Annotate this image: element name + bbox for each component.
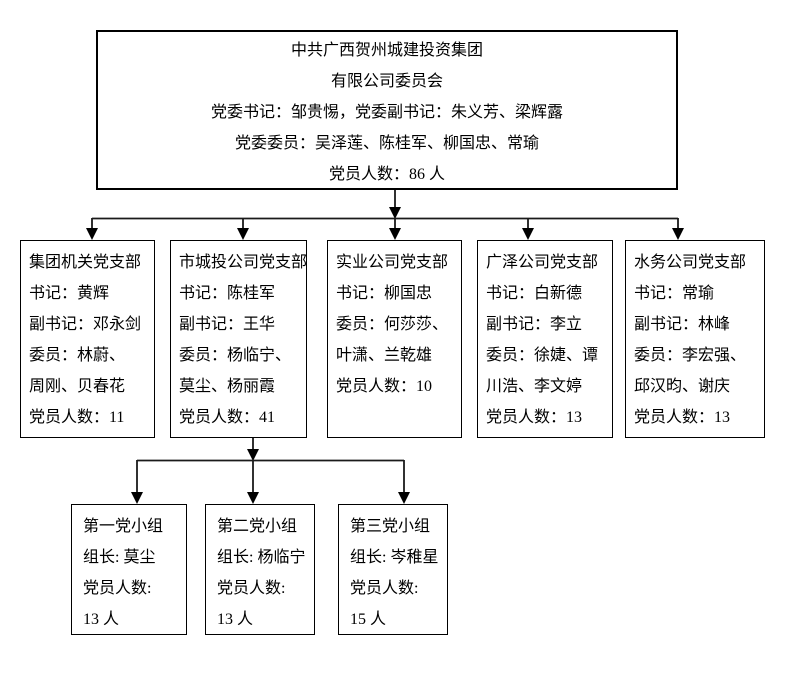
branch-box-group-hq: 集团机关党支部 书记：黄辉 副书记：邓永剑 委员：林蔚、 周刚、贝春花 党员人数… bbox=[20, 240, 155, 438]
committee-secretaries: 党委书记：邹贵惕，党委副书记：朱义芳、梁辉露 bbox=[210, 104, 563, 121]
branch2-arrowhead-icon bbox=[237, 228, 249, 240]
group-leader: 组长: 杨临宁 bbox=[217, 549, 306, 566]
branch-committee-members: 委员：徐婕、谭 bbox=[486, 347, 599, 364]
branch-committee-members: 委员：杨临宁、 bbox=[179, 347, 292, 364]
branch-member-count: 党员人数：10 bbox=[336, 378, 433, 395]
branch-committee-members: 委员：何莎莎、 bbox=[336, 316, 449, 333]
branch-box-industrial: 实业公司党支部 书记：柳国忠 委员：何莎莎、 叶潇、兰乾雄 党员人数：10 bbox=[327, 240, 462, 438]
branch-member-count: 党员人数：13 bbox=[634, 409, 731, 426]
branch-title: 水务公司党支部 bbox=[634, 254, 747, 271]
branch-box-city-investment: 市城投公司党支部 书记：陈桂军 副书记：王华 委员：杨临宁、 莫尘、杨丽霞 党员… bbox=[170, 240, 307, 438]
group-title: 第一党小组 bbox=[83, 518, 164, 535]
committee-members: 党委委员：吴泽莲、陈桂军、柳国忠、常瑜 bbox=[234, 135, 539, 152]
branch-title: 集团机关党支部 bbox=[29, 254, 142, 271]
group-member-count-value: 13 人 bbox=[83, 611, 120, 628]
group-title: 第二党小组 bbox=[217, 518, 298, 535]
committee-title-line1: 中共广西贺州城建投资集团 bbox=[290, 42, 483, 59]
branch-box-guangze: 广泽公司党支部 书记：白新德 副书记：李立 委员：徐婕、谭 川浩、李文婷 党员人… bbox=[477, 240, 613, 438]
group-member-count-label: 党员人数: bbox=[217, 580, 286, 597]
branch-secretary: 书记：白新德 bbox=[486, 285, 583, 302]
branch-member-count: 党员人数：11 bbox=[29, 409, 125, 426]
branch5-arrowhead-icon bbox=[672, 228, 684, 240]
root-arrowhead-icon bbox=[389, 207, 401, 219]
branch-committee-members: 委员：林蔚、 bbox=[29, 347, 126, 364]
branch-member-count: 党员人数：41 bbox=[179, 409, 276, 426]
branch-committee-members: 委员：李宏强、 bbox=[634, 347, 747, 364]
branch3-arrowhead-icon bbox=[389, 228, 401, 240]
branch-box-water-utility: 水务公司党支部 书记：常瑜 副书记：林峰 委员：李宏强、 邱汉昀、谢庆 党员人数… bbox=[625, 240, 765, 438]
group-box-first: 第一党小组 组长: 莫尘 党员人数: 13 人 bbox=[71, 504, 187, 635]
group1-arrowhead-icon bbox=[131, 492, 143, 504]
branch-committee-members-cont: 周刚、贝春花 bbox=[29, 378, 126, 395]
branch2-stem-arrowhead-icon bbox=[247, 449, 259, 461]
group-leader: 组长: 岑稚星 bbox=[350, 549, 439, 566]
branch-committee-members-cont: 叶潇、兰乾雄 bbox=[336, 347, 433, 364]
branch4-arrowhead-icon bbox=[522, 228, 534, 240]
group-box-third: 第三党小组 组长: 岑稚星 党员人数: 15 人 bbox=[338, 504, 448, 635]
group2-arrowhead-icon bbox=[247, 492, 259, 504]
branch-secretary: 书记：黄辉 bbox=[29, 285, 110, 302]
group-member-count-value: 15 人 bbox=[350, 611, 387, 628]
branch-committee-members-cont: 莫尘、杨丽霞 bbox=[179, 378, 276, 395]
branch-secretary: 书记：常瑜 bbox=[634, 285, 715, 302]
branch1-arrowhead-icon bbox=[86, 228, 98, 240]
group-member-count-label: 党员人数: bbox=[83, 580, 152, 597]
group-member-count-value: 13 人 bbox=[217, 611, 254, 628]
committee-title-line2: 有限公司委员会 bbox=[330, 73, 443, 90]
branch-deputy-secretary: 副书记：林峰 bbox=[634, 316, 731, 333]
branch-secretary: 书记：柳国忠 bbox=[336, 285, 433, 302]
branch-member-count: 党员人数：13 bbox=[486, 409, 583, 426]
group-leader: 组长: 莫尘 bbox=[83, 549, 156, 566]
branch-deputy-secretary: 副书记：王华 bbox=[179, 316, 276, 333]
group-title: 第三党小组 bbox=[350, 518, 431, 535]
group-member-count-label: 党员人数: bbox=[350, 580, 419, 597]
branch-deputy-secretary: 副书记：邓永剑 bbox=[29, 316, 142, 333]
committee-member-count: 党员人数：86 人 bbox=[328, 166, 445, 183]
branch-title: 实业公司党支部 bbox=[336, 254, 449, 271]
group3-arrowhead-icon bbox=[398, 492, 410, 504]
branch-committee-members-cont: 川浩、李文婷 bbox=[486, 378, 583, 395]
branch-deputy-secretary: 副书记：李立 bbox=[486, 316, 583, 333]
branch-title: 广泽公司党支部 bbox=[486, 254, 599, 271]
group-box-second: 第二党小组 组长: 杨临宁 党员人数: 13 人 bbox=[205, 504, 315, 635]
branch-title: 市城投公司党支部 bbox=[179, 254, 308, 271]
committee-box: 中共广西贺州城建投资集团 有限公司委员会 党委书记：邹贵惕，党委副书记：朱义芳、… bbox=[96, 30, 678, 190]
branch-committee-members-cont: 邱汉昀、谢庆 bbox=[634, 378, 731, 395]
branch-secretary: 书记：陈桂军 bbox=[179, 285, 276, 302]
